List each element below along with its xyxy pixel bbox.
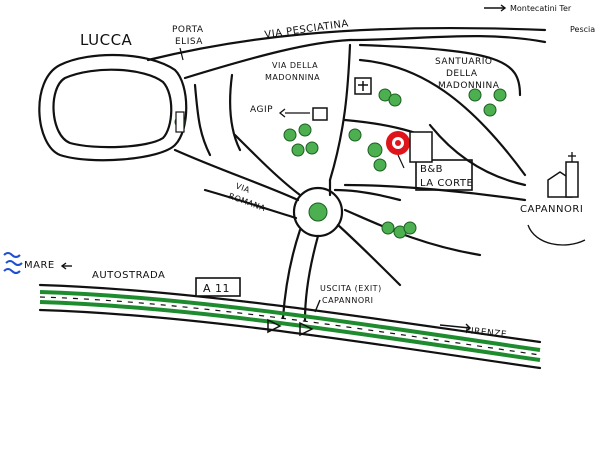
tree — [367, 142, 383, 158]
trees — [174, 88, 507, 239]
road-via-pesciatina-east — [348, 35, 547, 44]
label-autostrada: AUTOSTRADA — [92, 270, 165, 281]
label-via-pesciatina: VIA PESCIATINA — [264, 18, 350, 41]
tree — [348, 128, 362, 142]
church-icon — [527, 152, 586, 246]
label-porta-1: PORTA — [172, 25, 204, 35]
waves-icon — [3, 252, 23, 274]
road-west-spur — [193, 83, 212, 157]
highway-badge-box — [195, 277, 241, 297]
label-montecatini: Montecatini Ter — [510, 4, 572, 13]
label-romana: ROMANA — [227, 191, 266, 213]
highway-center-dash — [39, 296, 541, 356]
tree — [291, 143, 305, 157]
road-via-romana-lower — [203, 188, 298, 220]
cross-icon — [354, 77, 372, 95]
label-santuario-2: DELLA — [446, 69, 478, 79]
road-santuario-north — [358, 43, 522, 97]
label-capannori: CAPANNORI — [520, 204, 583, 215]
autostrada-a11 — [38, 277, 542, 370]
label-santuario-1: SANTUARIO — [435, 57, 493, 67]
road-agip-link — [233, 133, 302, 197]
road-via-pesciatina-lower — [183, 38, 352, 80]
highway-lane-green-top — [39, 290, 541, 352]
highway-edge-top — [38, 283, 542, 344]
road-southeast — [336, 223, 402, 287]
label-lucca: LUCCA — [80, 31, 133, 49]
arrow-east-firenze — [439, 324, 471, 329]
road-santuario — [358, 58, 527, 177]
pointer-line — [179, 47, 184, 61]
tree — [305, 141, 319, 155]
tree — [483, 103, 497, 117]
label-uscita: USCITA (EXIT) — [320, 284, 382, 293]
location-pin-icon — [386, 131, 473, 191]
road-via-madonnina-w — [228, 73, 242, 152]
label-firenze: FIRENZE — [465, 326, 508, 340]
tree — [373, 158, 387, 172]
label-via-della: VIA DELLA — [272, 61, 318, 70]
tree — [388, 93, 402, 107]
road-via-madonnina — [328, 43, 352, 182]
arrows — [60, 4, 507, 332]
label-highway-badge: A 11 — [203, 282, 230, 295]
tree — [381, 221, 395, 235]
label-pescia: Pescia — [570, 25, 595, 34]
label-agip: AGIP — [250, 105, 273, 115]
tree — [493, 88, 507, 102]
label-madonnina: MADONNINA — [265, 73, 320, 82]
road-east-upper — [333, 188, 402, 202]
tree — [468, 88, 482, 102]
lucca-walls-inner — [52, 68, 173, 149]
label-porta-2: ELISA — [175, 37, 203, 47]
building — [409, 131, 433, 163]
porta-elisa-gate — [175, 111, 185, 133]
highway-lane-green-bottom — [39, 300, 541, 362]
highway-edge-bottom — [38, 308, 542, 370]
tree — [283, 128, 297, 142]
label-la-corte: LA CORTE — [420, 178, 473, 189]
label-uscita-capannori: CAPANNORI — [322, 296, 374, 305]
road-via-romana — [173, 148, 300, 202]
roundabout-tree — [308, 202, 328, 222]
road-to-exit-e — [303, 234, 320, 322]
road-to-exit-w — [281, 228, 302, 320]
arrow-exit — [314, 299, 321, 313]
lucca-walls-outer — [38, 53, 188, 162]
fuel-station-icon — [278, 107, 328, 121]
road-via-pesciatina — [146, 26, 547, 62]
label-bb: B&B — [420, 164, 443, 175]
label-santuario-3: MADONNINA — [438, 81, 500, 91]
tree — [298, 123, 312, 137]
label-mare: MARE — [24, 260, 55, 271]
exit-triangle-2 — [299, 321, 314, 337]
exit-triangle-1 — [267, 318, 282, 334]
tree — [403, 221, 417, 235]
